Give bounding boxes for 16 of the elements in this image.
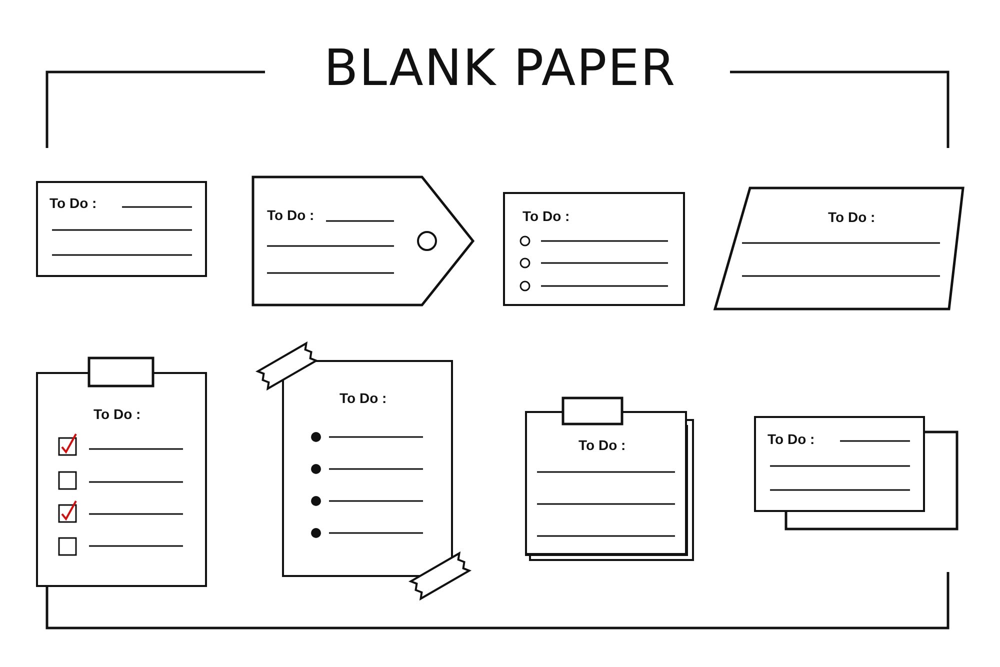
to-do-heading: To Do : [340,390,387,406]
to-do-heading: To Do : [94,406,141,422]
to-do-heading: To Do : [267,207,314,223]
note-card [754,416,925,512]
tag-note [252,176,474,306]
to-do-heading: To Do : [522,208,570,224]
taped-note [282,360,453,577]
to-do-heading: To Do : [578,436,626,452]
slanted-note [714,187,964,310]
to-do-heading: To Do : [50,194,97,210]
title: BLANK PAPER [322,38,678,99]
note-card [503,192,685,306]
to-do-heading: To Do : [768,430,815,446]
note-card [36,181,207,277]
clipboard-note [36,372,207,587]
to-do-heading: To Do : [828,209,876,225]
